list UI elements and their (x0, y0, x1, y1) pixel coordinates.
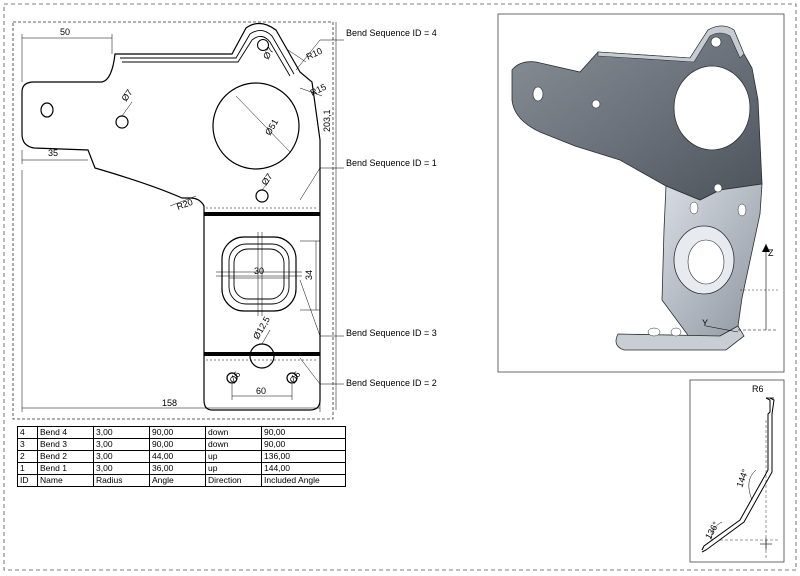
cell-name: Bend 1 (37, 462, 94, 475)
header-id: ID (17, 474, 38, 487)
table-row: 3 Bend 3 3,00 90,00 down 90,00 (17, 438, 346, 451)
table-row: 1 Bend 1 3,00 36,00 up 144,00 (17, 462, 346, 475)
cell-included-angle: 144,00 (261, 462, 346, 475)
header-direction: Direction (205, 474, 262, 487)
dim-r20: R20 (175, 197, 194, 212)
cell-name: Bend 4 (37, 426, 94, 439)
cell-included-angle: 90,00 (261, 426, 346, 439)
side-view-profile (701, 397, 780, 560)
cell-radius: 3,00 (93, 450, 150, 463)
header-name: Name (37, 474, 94, 487)
table-header-row: ID Name Radius Angle Direction Included … (17, 474, 346, 487)
dim-50: 50 (60, 27, 70, 37)
side-view-frame (689, 379, 785, 563)
callout-bend-4: Bend Sequence ID = 4 (346, 28, 437, 38)
header-radius: Radius (93, 474, 150, 487)
callout-bend-3: Bend Sequence ID = 3 (346, 328, 437, 338)
dim-60: 60 (256, 386, 266, 396)
flat-pattern (21, 22, 321, 411)
dim-158: 158 (162, 398, 177, 408)
cell-id: 3 (17, 438, 38, 451)
flat-view-frame (12, 21, 334, 420)
cell-radius: 3,00 (93, 438, 150, 451)
cell-id: 1 (17, 462, 38, 475)
dim-35: 35 (48, 148, 58, 158)
cell-direction: down (205, 438, 262, 451)
cell-angle: 44,00 (149, 450, 206, 463)
cell-direction: up (205, 462, 262, 475)
dim-r10: R10 (305, 46, 324, 62)
dimension-lines (21, 22, 344, 412)
dim-dia12-5: Ø12,5 (251, 315, 272, 341)
cell-angle: 90,00 (149, 426, 206, 439)
cell-angle: 90,00 (149, 438, 206, 451)
axis-z-label: Z (768, 248, 774, 258)
cell-angle: 36,00 (149, 462, 206, 475)
bend-table: 4 Bend 4 3,00 90,00 down 90,00 3 Bend 3 … (17, 426, 346, 487)
cell-id: 2 (17, 450, 38, 463)
callout-bend-1: Bend Sequence ID = 1 (346, 158, 437, 168)
cell-radius: 3,00 (93, 462, 150, 475)
cell-name: Bend 2 (37, 450, 94, 463)
cell-included-angle: 136,00 (261, 450, 346, 463)
isometric-part (511, 25, 778, 351)
dim-dia51: Ø51 (263, 117, 280, 137)
dim-dia7-mid: Ø7 (259, 172, 274, 188)
axis-y-label: Y (702, 318, 708, 328)
dim-203-1: 203,1 (322, 109, 332, 132)
header-included-angle: Included Angle (261, 474, 346, 487)
cell-name: Bend 3 (37, 438, 94, 451)
table-row: 2 Bend 2 3,00 44,00 up 136,00 (17, 450, 346, 463)
dim-34: 34 (304, 270, 314, 280)
table-row: 4 Bend 4 3,00 90,00 down 90,00 (17, 426, 346, 439)
callout-bend-2: Bend Sequence ID = 2 (346, 378, 437, 388)
sheet-border (3, 3, 797, 571)
dim-30: 30 (254, 266, 264, 276)
dim-r15: R15 (309, 82, 328, 98)
header-angle: Angle (149, 474, 206, 487)
cell-direction: up (205, 450, 262, 463)
cell-included-angle: 90,00 (261, 438, 346, 451)
bend-lines (204, 207, 320, 361)
cell-radius: 3,00 (93, 426, 150, 439)
side-r6: R6 (752, 384, 764, 394)
cell-direction: down (205, 426, 262, 439)
dim-dia7-left: Ø7 (119, 88, 134, 104)
cell-id: 4 (17, 426, 38, 439)
